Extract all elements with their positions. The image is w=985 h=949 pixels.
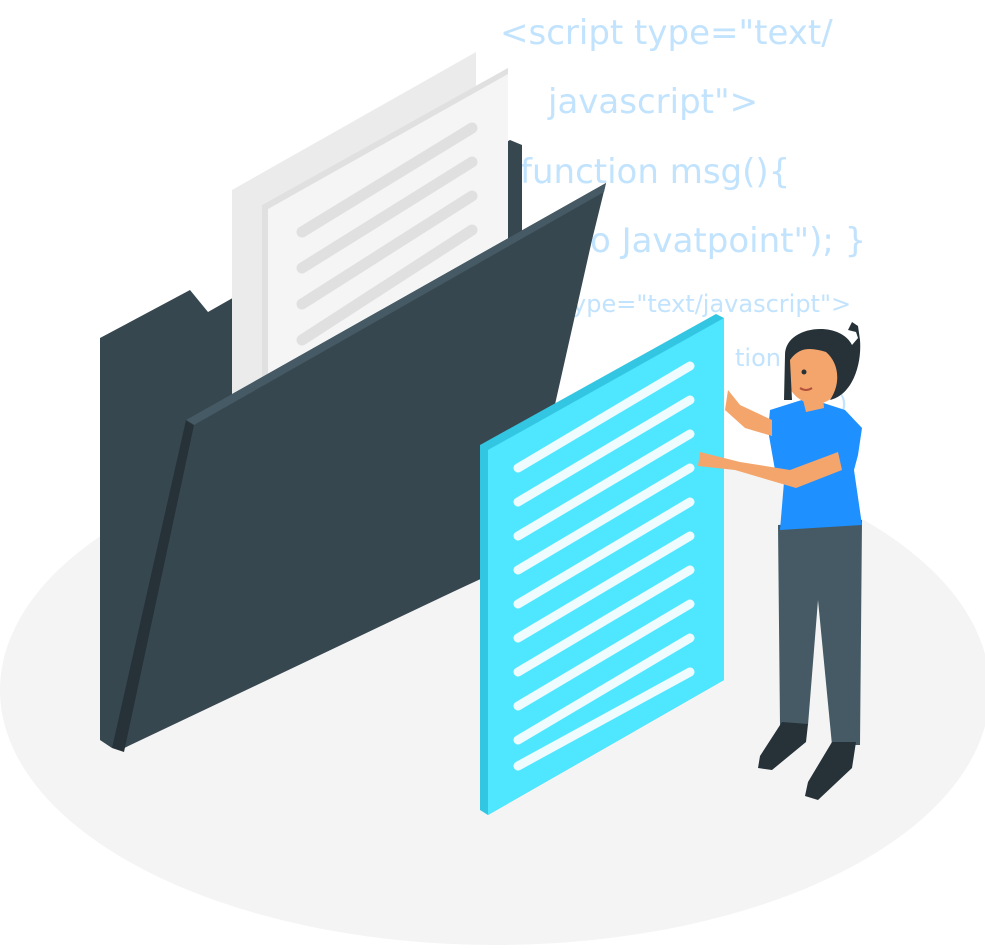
person-mouth [799,387,813,391]
code-line-7: ) [838,390,847,418]
document-icon [480,314,724,815]
person-arm-lower [698,452,842,488]
code-line-3: function msg(){ [520,152,790,192]
document-lines [513,361,695,771]
code-line-1: <script type="text/ [500,13,833,53]
person-icon [698,322,862,800]
code-background: <script type="text/ javascript"> functio… [500,13,866,418]
code-line-5: ype="text/javascript"> [572,290,851,318]
folder-front-edge [112,420,194,752]
person-arm-upper [725,390,772,436]
person-shoe-left [758,722,808,770]
person-shoe-right [805,742,856,800]
folder-icon [100,52,606,752]
code-line-4: o Javatpoint"); } [590,221,866,261]
code-line-2: javascript"> [547,82,758,122]
folder-front-top-edge [186,183,606,425]
person-hair [784,322,861,400]
folder-front-panel [120,183,606,750]
person-pants [778,520,862,745]
person-eye [801,369,807,375]
